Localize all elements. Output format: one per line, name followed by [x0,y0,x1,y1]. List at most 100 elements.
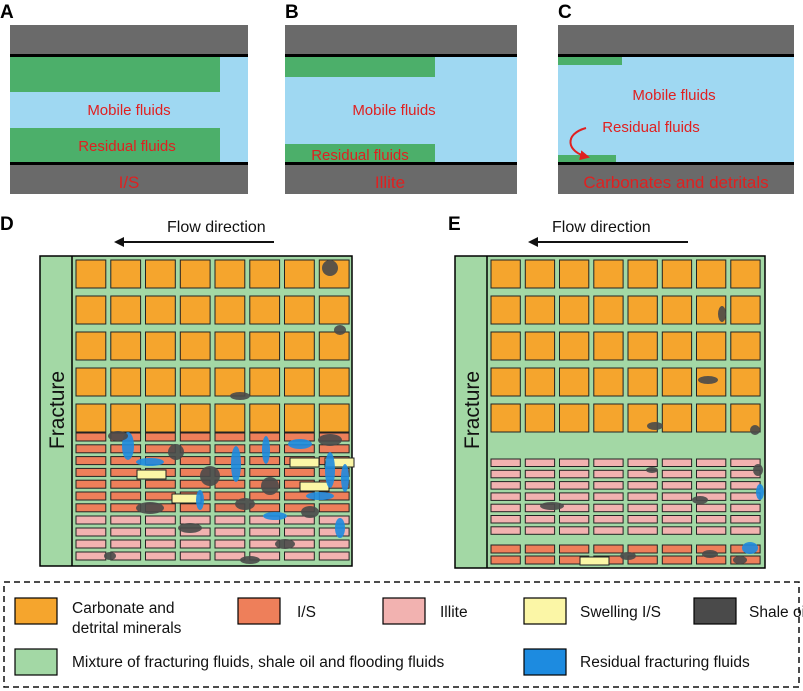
illite-grain [627,526,658,535]
shale-oil-droplet [108,431,128,441]
illite-grain [524,481,556,490]
is-grain [179,444,211,454]
illite-grain [145,515,176,525]
illite-grain [730,458,761,467]
pore-wall-bottom [10,165,248,194]
legend-swatch-swelling [523,597,567,625]
illite-grain [661,503,693,513]
carbonate-grain [318,295,350,325]
illite-grain [559,458,590,467]
carbonate-grain [593,259,624,289]
shale-oil-droplet [647,422,663,430]
residual-fluid-bottom [10,128,220,163]
mineral-label: Carbonates and detritals [583,173,768,192]
shale-oil-droplet [540,502,564,510]
carbonate-grain [627,259,658,289]
carbonate-grain [627,367,658,397]
illite-grain [490,492,521,501]
panel-a: A Mobile fluids Residual fluids I/S [0,2,248,194]
carbonate-grain [145,367,176,397]
is-grain [524,555,556,565]
swelling-is-grain [289,457,320,468]
shale-oil-droplet [200,466,220,486]
shale-oil-droplet [318,434,342,446]
illite-grain [490,458,521,467]
carbonate-grain [110,331,142,361]
illite-grain [145,527,176,537]
legend-swatch-shale-oil [693,597,737,625]
illite-grain [490,481,521,490]
carbonate-grain [214,295,246,325]
carbonate-grain [730,331,761,361]
is-grain [214,479,246,489]
carbonate-grain [559,367,590,397]
carbonate-grain [661,295,693,325]
residual-fracturing-fluid [263,512,287,520]
residual-fluid-top [558,57,622,65]
illite-grain [696,469,727,479]
illite-grain [593,481,624,490]
illite-grain [524,469,556,479]
carbonate-grain [110,259,142,289]
panel-a-label: A [0,2,14,23]
illite-grain [661,458,693,467]
carbonate-grain [593,367,624,397]
illite-grain [559,481,590,490]
is-grain [145,479,176,489]
carbonate-grain [490,295,521,325]
shale-oil-droplet [240,556,260,564]
illite-grain [559,515,590,524]
illite-grain [627,481,658,490]
illite-grain [730,492,761,501]
is-grain [179,432,211,442]
legend-label-carbonate-1: Carbonate and [72,600,175,617]
carbonate-grain [524,331,556,361]
is-grain [661,544,693,554]
legend-swatch-is [237,597,281,625]
illite-grain [730,481,761,490]
illite-grain [627,503,658,513]
illite-grain [524,492,556,501]
carbonate-grain [730,367,761,397]
carbonate-grain [75,367,107,397]
legend-swatch-carbonate [14,597,58,625]
pore-wall-top [285,25,517,55]
legend-swatch-illite [382,597,426,625]
illite-grain [524,515,556,524]
shale-oil-droplet [136,502,164,514]
carbonate-grain [318,403,350,433]
is-grain [75,444,107,454]
residual-fracturing-fluid [231,446,241,482]
is-grain [75,456,107,466]
illite-grain [318,515,350,525]
illite-grain [593,503,624,513]
carbonate-grain [490,331,521,361]
carbonate-grain [214,331,246,361]
illite-grain [249,527,281,537]
carbonate-grain [490,367,521,397]
mineral-grains [490,259,764,566]
illite-grain [110,539,142,549]
carbonate-grain [110,295,142,325]
illite-grain [696,481,727,490]
panel-b-label: B [285,2,299,23]
is-grain [75,432,107,442]
residual-fracturing-fluid [136,458,164,466]
is-grain [214,456,246,466]
carbonate-grain [730,259,761,289]
carbonate-grain [490,259,521,289]
is-grain [110,467,142,477]
shale-oil-droplet [753,464,763,476]
shale-oil-droplet [334,325,346,335]
legend-label-carbonate-2: detrital minerals [72,620,182,637]
illite-grain [559,503,590,513]
residual-fracturing-fluid [756,484,764,500]
illite-grain [627,458,658,467]
legend-label-mixture: Mixture of fracturing fluids, shale oil … [72,654,444,671]
illite-grain [524,458,556,467]
illite-grain [284,515,315,525]
pore-wall-bottom [558,165,794,194]
is-grain [214,432,246,442]
shale-oil-droplet [275,539,295,549]
red-arrow [569,127,590,161]
